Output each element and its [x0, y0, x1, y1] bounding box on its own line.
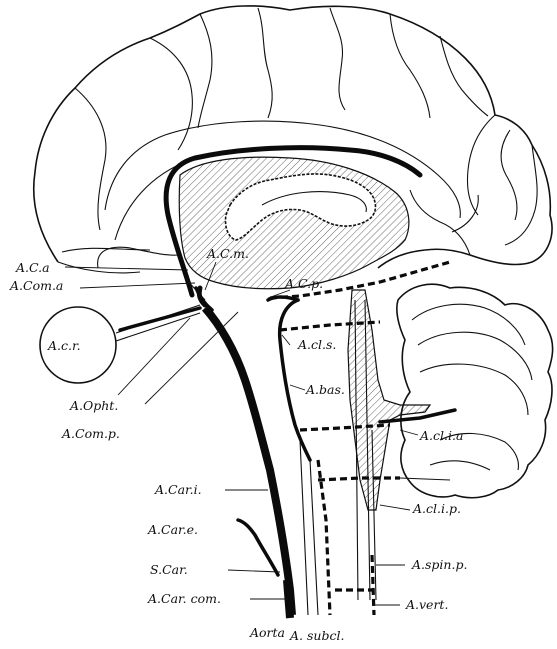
label-scar: S.Car. — [150, 562, 188, 577]
label-acm: A.C.m. — [206, 246, 249, 261]
label-acr: A.c.r. — [47, 338, 81, 353]
label-care: A.Car.e. — [147, 522, 198, 537]
label-cls: A.cl.s. — [297, 337, 336, 352]
label-vert: A.vert. — [405, 597, 448, 612]
label-aca: A.C.a — [15, 260, 50, 275]
label-aorta: Aorta — [249, 625, 285, 640]
label-clip: A.cl.i.p. — [412, 501, 461, 516]
label-acoma: A.Com.a — [9, 278, 63, 293]
label-spinp: A.spin.p. — [411, 557, 467, 572]
label-acp: A.C.p. — [284, 276, 323, 291]
label-carcom: A.Car. com. — [147, 591, 221, 606]
labels: A.C.a A.Com.a A.C.m. A.C.p. A.c.r. A.Oph… — [9, 246, 467, 643]
label-carl: A.Car.i. — [154, 482, 202, 497]
cerebellum — [397, 284, 553, 498]
label-comp: A.Com.p. — [61, 426, 120, 441]
label-opht: A.Opht. — [69, 398, 118, 413]
label-bas: A.bas. — [305, 382, 345, 397]
label-subcl: A. subcl. — [289, 628, 344, 643]
label-clia: A.cl.i.a — [419, 428, 463, 443]
